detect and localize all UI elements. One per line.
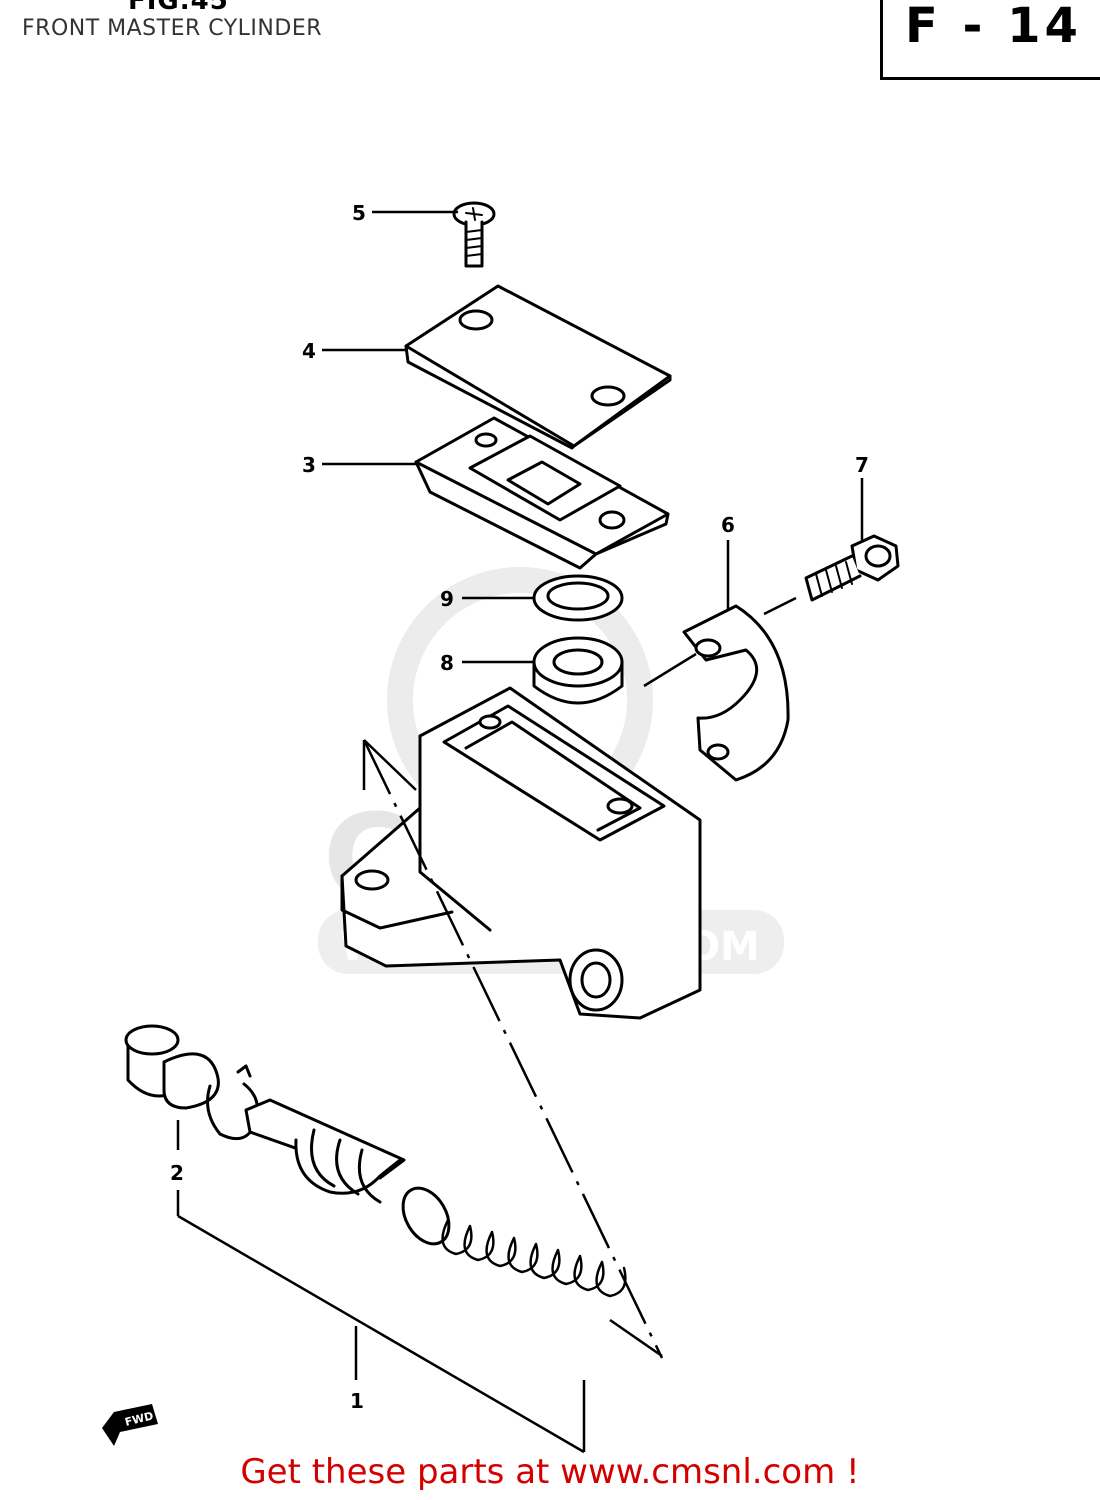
diagram-title: FRONT MASTER CYLINDER [22, 16, 323, 41]
reservoir-cap [404, 284, 672, 450]
piston-assembly [124, 1024, 627, 1298]
callout-8: 8 [440, 651, 454, 675]
callout-6: 6 [721, 513, 735, 537]
leader-lines [176, 210, 864, 1454]
holder [682, 604, 790, 782]
callout-1: 1 [350, 1389, 364, 1413]
page-code-box: F - 14 [880, 0, 1100, 80]
promo-link[interactable]: Get these parts at www.cmsnl.com ! [240, 1452, 860, 1492]
callout-7: 7 [855, 453, 869, 477]
page-code: F - 14 [905, 0, 1082, 54]
callout-4: 4 [302, 339, 316, 363]
forward-arrow-icon: FWD [102, 1404, 158, 1446]
diaphragm [414, 416, 670, 570]
callout-9: 9 [440, 587, 454, 611]
callout-5: 5 [352, 201, 366, 225]
boot [532, 636, 624, 705]
figure-number: FIG.45 [128, 0, 229, 16]
cap-screw [452, 201, 496, 268]
callout-2: 2 [170, 1161, 184, 1185]
holder-bolt [804, 534, 900, 602]
master-cylinder-body [340, 686, 702, 1020]
callout-3: 3 [302, 453, 316, 477]
washer [532, 574, 624, 622]
